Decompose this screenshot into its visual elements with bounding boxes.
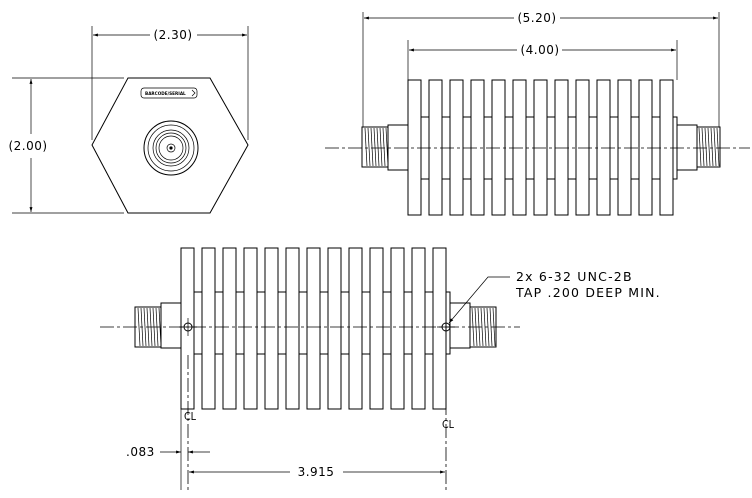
cooling-fin: [617, 79, 632, 216]
bottom-right-connector: [449, 302, 497, 349]
side-view-fins: [407, 79, 674, 216]
side-view-body-length: (4.00): [520, 43, 559, 57]
cooling-fin: [285, 247, 300, 410]
svg-text:CL: CL: [442, 418, 455, 431]
cooling-fin: [659, 79, 674, 216]
cooling-fin: [348, 247, 363, 410]
cooling-fin: [390, 247, 405, 410]
centerline-symbol-right: CL: [442, 418, 455, 431]
cooling-fin: [638, 79, 653, 216]
tap-note-line-1: 2x 6-32 UNC-2B: [516, 269, 633, 284]
cooling-fin: [470, 79, 485, 216]
offset-dimension: .083: [126, 445, 155, 459]
bottom-view-fins: [180, 247, 447, 410]
barcode-label: BARCODE/SERIAL: [140, 87, 198, 99]
cooling-fin: [407, 79, 422, 216]
cooling-fin: [428, 79, 443, 216]
side-right-connector: [676, 124, 721, 171]
bottom-left-connector: [134, 302, 182, 349]
cooling-fin: [491, 79, 506, 216]
cooling-fin: [222, 247, 237, 410]
centerline-symbol-left: CL: [184, 410, 197, 423]
hex-body: [91, 77, 249, 214]
tapped-hole-left: [179, 318, 197, 336]
end-view-height-dimension: (2.00): [8, 139, 47, 153]
cooling-fin: [533, 79, 548, 216]
cooling-fin: [327, 247, 342, 410]
cooling-fin: [432, 247, 447, 410]
end-connector: [143, 120, 199, 176]
cooling-fin: [449, 79, 464, 216]
bottom-view: 2x 6-32 UNC-2B TAP .200 DEEP MIN. CL CL …: [100, 247, 661, 490]
cooling-fin: [554, 79, 569, 216]
svg-text:BARCODE/SERIAL: BARCODE/SERIAL: [145, 91, 186, 96]
cooling-fin: [596, 79, 611, 216]
tap-note-line-2: TAP .200 DEEP MIN.: [515, 285, 661, 300]
side-view: (5.20) (4.00): [325, 11, 750, 216]
svg-text:CL: CL: [184, 410, 197, 423]
cooling-fin: [575, 79, 590, 216]
end-view: (2.30) (2.00) BARCODE/SERIAL: [8, 26, 249, 214]
cooling-fin: [243, 247, 258, 410]
cooling-fin: [264, 247, 279, 410]
tapped-hole-right: [437, 318, 455, 336]
end-view-width-dimension: (2.30): [153, 28, 192, 42]
hole-spacing-dimension: 3.915: [298, 465, 335, 479]
cooling-fin: [512, 79, 527, 216]
cooling-fin: [411, 247, 426, 410]
cooling-fin: [306, 247, 321, 410]
cooling-fin: [201, 247, 216, 410]
side-left-connector: [361, 124, 409, 171]
cooling-fin: [369, 247, 384, 410]
side-view-overall-length: (5.20): [517, 11, 556, 25]
